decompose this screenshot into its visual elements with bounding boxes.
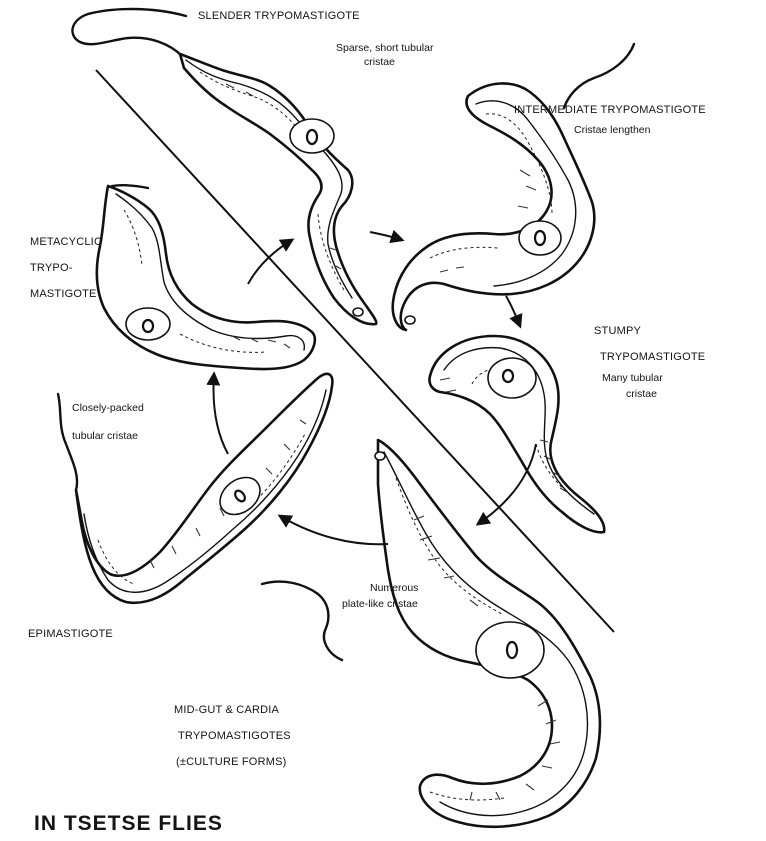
intermediate-nucleolus-icon: [535, 231, 545, 245]
epimastigote-cristae-note-line2: tubular cristae: [72, 430, 138, 443]
cycle-arrow-midgut-to-epimastigote-icon: [280, 516, 388, 544]
slender-nucleolus-icon: [307, 130, 317, 144]
midgut-cristae-note-line2: plate-like cristae: [342, 598, 418, 611]
slender-trypomastigote-label: SLENDER TRYPOMASTIGOTE: [198, 10, 360, 23]
intermediate-body-outline-icon: [393, 83, 595, 330]
stumpy-trypomastigote-label-line1: STUMPY: [594, 325, 641, 338]
metacyclic-nucleolus-icon: [143, 320, 153, 332]
stumpy-cristae-note-line1: Many tubular: [602, 372, 663, 385]
metacyclic-trypomastigote-label-line1: METACYCLIC: [30, 236, 102, 249]
slender-flagellum-icon: [72, 9, 186, 56]
epimastigote-cristae-note-line1: Closely-packed: [72, 402, 144, 415]
stumpy-trypomastigote-label-line2: TRYPOMASTIGOTE: [600, 351, 705, 364]
stumpy-nucleolus-icon: [503, 370, 513, 382]
midgut-kinetoplast-icon: [375, 452, 385, 460]
intermediate-trypomastigote-cell: [393, 44, 634, 330]
cycle-arrow-metacyclic-to-slender-icon: [248, 240, 292, 284]
cycle-arrow-epimastigote-to-metacyclic-icon: [214, 374, 228, 454]
metacyclic-trypomastigote-cell: [97, 185, 315, 369]
stumpy-cristae-note-line2: cristae: [626, 388, 657, 401]
metacyclic-trypomastigote-label-line3: MASTIGOTE: [30, 288, 97, 301]
slender-cristae-note-line2: cristae: [364, 56, 395, 69]
midgut-nucleolus-icon: [507, 642, 517, 658]
footer-title: IN TSETSE FLIES: [34, 812, 223, 836]
cycle-arrow-intermediate-to-stumpy-icon: [506, 296, 520, 326]
intermediate-cristae-note: Cristae lengthen: [574, 124, 650, 137]
intermediate-kinetoplast-icon: [405, 316, 415, 324]
cycle-arrow-slender-to-intermediate-icon: [370, 232, 402, 240]
slender-cristae-note-line1: Sparse, short tubular: [336, 42, 433, 55]
metacyclic-trypomastigote-label-line2: TRYPO-: [30, 262, 73, 275]
epimastigote-label: EPIMASTIGOTE: [28, 628, 113, 641]
midgut-trypomastigotes-label-line3: (±CULTURE FORMS): [176, 756, 286, 769]
intermediate-trypomastigote-label: INTERMEDIATE TRYPOMASTIGOTE: [514, 104, 706, 117]
midgut-trypomastigotes-label-line1: MID-GUT & CARDIA: [174, 704, 279, 717]
slender-body-outline-icon: [180, 54, 376, 324]
metacyclic-flagellum-icon: [112, 185, 148, 188]
midgut-cristae-note-line1: Numerous: [370, 582, 418, 595]
midgut-trypomastigotes-label-line2: TRYPOMASTIGOTES: [178, 730, 291, 743]
slender-kinetoplast-icon: [353, 308, 363, 316]
stumpy-trypomastigote-cell: [429, 336, 604, 532]
intermediate-flagellum-icon: [564, 44, 634, 108]
metacyclic-body-outline-icon: [97, 186, 315, 369]
midgut-flagellum-icon: [262, 582, 342, 660]
